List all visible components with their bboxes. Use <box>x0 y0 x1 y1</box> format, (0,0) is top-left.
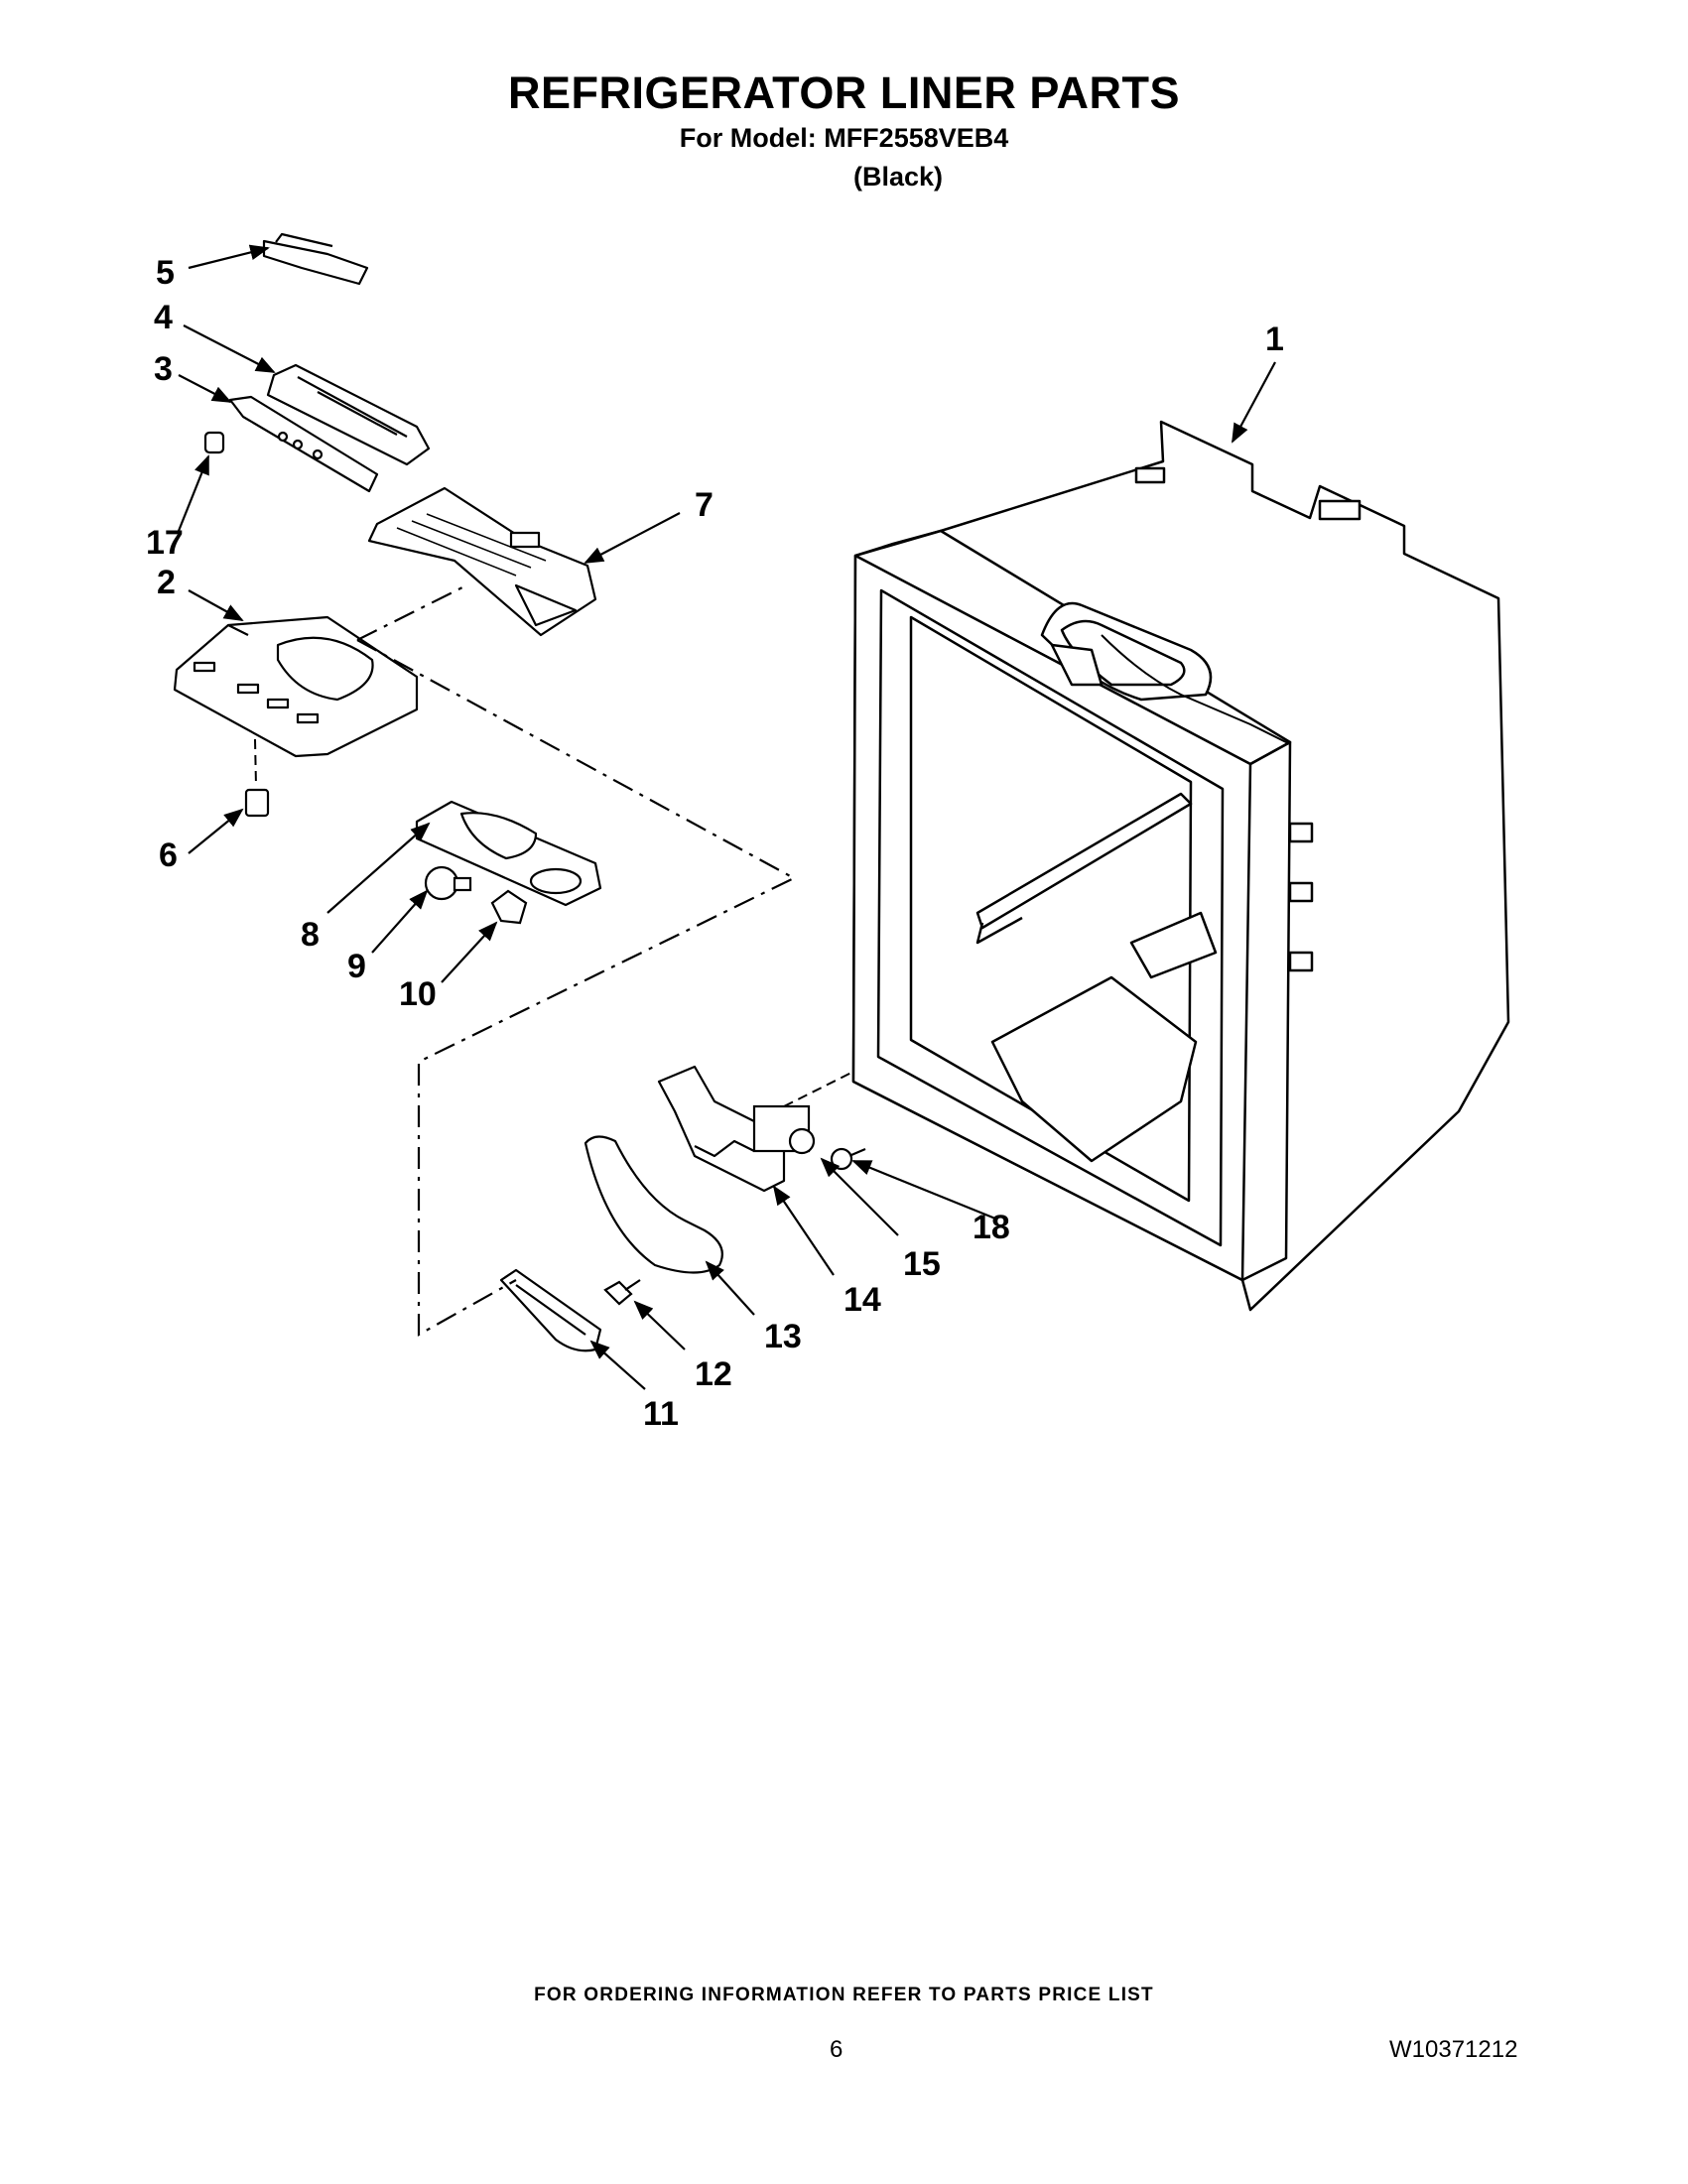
callout-17: 17 <box>146 524 184 562</box>
part-4 <box>266 363 431 466</box>
callout-10: 10 <box>399 975 437 1013</box>
part-17 <box>203 431 225 454</box>
callout-18: 18 <box>973 1209 1010 1246</box>
part-10 <box>490 889 528 925</box>
callout-4: 4 <box>154 299 173 336</box>
ordering-note: FOR ORDERING INFORMATION REFER TO PARTS … <box>534 1985 1154 2005</box>
callout-7: 7 <box>695 486 714 524</box>
leader-lines <box>177 244 1276 1390</box>
callout-12: 12 <box>695 1355 732 1393</box>
part-18 <box>830 1147 866 1171</box>
callout-5: 5 <box>156 254 175 292</box>
callout-3: 3 <box>154 350 173 388</box>
color-variant: (Black) <box>853 162 944 192</box>
part-liner <box>851 420 1510 1312</box>
part-5 <box>262 232 369 286</box>
part-13 <box>584 1135 723 1274</box>
part-12 <box>603 1279 641 1306</box>
callout-6: 6 <box>159 836 178 874</box>
part-11 <box>499 1268 602 1352</box>
part-9 <box>424 865 472 901</box>
callout-11: 11 <box>643 1395 679 1433</box>
part-8 <box>415 800 602 907</box>
callout-1: 1 <box>1265 321 1284 358</box>
part-3 <box>228 395 379 493</box>
document-number: W10371212 <box>1389 2036 1518 2063</box>
model-line: For Model: MFF2558VEB4 <box>679 123 1009 153</box>
part-2 <box>173 615 419 758</box>
callout-9: 9 <box>347 948 366 985</box>
part-15 <box>752 1104 816 1155</box>
callout-15: 15 <box>903 1245 941 1283</box>
page-title: REFRIGERATOR LINER PARTS <box>507 67 1181 118</box>
callout-14: 14 <box>844 1281 881 1319</box>
part-6 <box>244 788 270 818</box>
callout-2: 2 <box>157 564 176 601</box>
part-14 <box>657 1065 786 1193</box>
assembly-outline <box>356 639 797 1337</box>
part-7 <box>367 486 597 637</box>
callout-8: 8 <box>301 916 320 954</box>
callout-13: 13 <box>764 1318 802 1355</box>
page-number: 6 <box>830 2036 844 2063</box>
